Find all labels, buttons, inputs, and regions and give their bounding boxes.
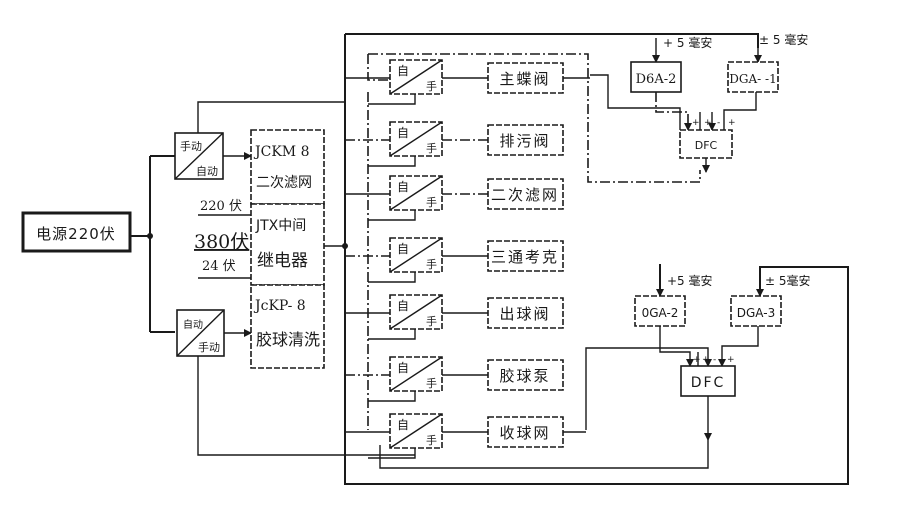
- auto-manual-switch[interactable]: 自手: [389, 294, 443, 330]
- sensor-label: D6A-2: [636, 72, 677, 87]
- switch-manual-label: 手: [426, 195, 437, 209]
- pin-label: +: [728, 118, 736, 128]
- upper-sensor-group: + 5 毫安 ± 5 毫安 D6A-2 DGA- -1 + + - + DFC: [590, 32, 808, 173]
- device-block: 三通考克: [487, 240, 564, 272]
- converter-dfc-lower: [680, 365, 736, 397]
- controller-name-label: 继电器: [257, 251, 308, 271]
- device-block: 二次滤网: [487, 178, 564, 210]
- controller-stack: JCKM 8 二次滤网 JTX中间 继电器 JcKP- 8 胶球清洗: [250, 129, 325, 369]
- power-source-label: 电源220伏: [36, 225, 116, 243]
- switch-row: 自手主蝶阀: [345, 59, 564, 105]
- signal-label: ± 5毫安: [765, 273, 811, 288]
- mode-switch-bottom-label: 手动: [198, 340, 220, 354]
- device-label: 二次滤网: [491, 186, 559, 204]
- controller-name-label: 胶球清洗: [256, 330, 320, 349]
- sensor-label: DGA- -1: [729, 72, 776, 86]
- device-block: 出球阀: [487, 297, 564, 329]
- mode-switch-bottom-label: 自动: [196, 165, 218, 178]
- voltage-24-label: 24 伏: [202, 259, 236, 274]
- signal-label: ± 5 毫安: [759, 32, 808, 47]
- controller-model-label: JcKP- 8: [253, 298, 306, 314]
- pin-label: +: [692, 118, 700, 128]
- device-label: 出球阀: [499, 305, 550, 323]
- sensor-dga-1: [727, 61, 779, 93]
- switch-row: 自手排污阀: [345, 121, 564, 167]
- controller-model-label: JCKM 8: [253, 144, 309, 160]
- controller-model-label: JTX中间: [255, 218, 306, 234]
- switch-manual-label: 手: [426, 79, 437, 93]
- sensor-label: 0GA-2: [642, 306, 679, 320]
- auto-manual-switch[interactable]: 自手: [389, 121, 443, 157]
- pin-label: -: [713, 355, 716, 365]
- sensor-dga-3: [730, 295, 782, 327]
- mode-switch-top-label: 手动: [180, 139, 202, 153]
- switch-manual-label: 手: [426, 433, 437, 447]
- pin-label: +: [727, 355, 735, 365]
- voltage-380-label: 380伏: [194, 231, 249, 253]
- switch-auto-label: 自: [397, 64, 409, 78]
- device-label: 主蝶阀: [499, 70, 550, 88]
- device-label: 三通考克: [491, 248, 559, 266]
- device-block: 收球网: [487, 416, 564, 448]
- pin-label: +: [702, 355, 710, 365]
- sensor-d6a-2: [630, 61, 682, 93]
- switch-row: 自手出球阀: [345, 294, 564, 340]
- mode-switch-manual-auto[interactable]: 手动 自动: [174, 132, 224, 180]
- switch-auto-label: 自: [397, 418, 409, 432]
- mode-switch-auto-manual[interactable]: 自动 手动: [176, 309, 225, 357]
- auto-manual-switch[interactable]: 自手: [389, 413, 443, 449]
- switch-row: 自手收球网: [345, 413, 564, 459]
- controller-name-label: 二次滤网: [256, 175, 312, 191]
- switch-auto-label: 自: [397, 242, 409, 256]
- controller-jckp: [250, 284, 325, 369]
- switch-manual-label: 手: [426, 141, 437, 155]
- switch-row: 自手三通考克: [345, 237, 564, 283]
- switch-auto-label: 自: [397, 180, 409, 194]
- pin-label: +: [704, 118, 712, 128]
- device-block: 胶球泵: [487, 359, 564, 391]
- voltage-labels: 220 伏 380伏 24 伏: [194, 199, 251, 279]
- sensor-label: DGA-3: [737, 306, 775, 320]
- device-label: 胶球泵: [499, 367, 550, 385]
- pin-label: +: [693, 355, 701, 365]
- switch-row: 自手胶球泵: [345, 356, 564, 402]
- switch-auto-label: 自: [397, 299, 409, 313]
- switch-manual-label: 手: [426, 314, 437, 328]
- mode-switch-top-label: 自动: [183, 318, 203, 331]
- lower-sensor-group: +5 毫安 ± 5毫安 0GA-2 DGA-3 + + - + DFC: [379, 264, 811, 469]
- voltage-220-label: 220 伏: [200, 199, 242, 214]
- auto-manual-switch[interactable]: 自手: [389, 175, 443, 211]
- converter-dfc-upper: [679, 129, 733, 159]
- power-source-block: 电源220伏: [21, 211, 132, 253]
- auto-manual-switch[interactable]: 自手: [389, 356, 443, 392]
- device-label: 排污阀: [499, 132, 550, 150]
- controller-jtx: [250, 203, 325, 286]
- switch-manual-label: 手: [426, 257, 437, 271]
- switch-auto-label: 自: [397, 126, 409, 140]
- converter-label: DFC: [691, 375, 726, 391]
- pin-label: -: [717, 118, 720, 128]
- switch-manual-label: 手: [426, 376, 437, 390]
- auto-manual-switch[interactable]: 自手: [389, 59, 443, 95]
- controller-jckm: [250, 129, 325, 205]
- device-label: 收球网: [499, 424, 550, 442]
- device-block: 排污阀: [487, 124, 564, 156]
- auto-manual-switch[interactable]: 自手: [389, 237, 443, 273]
- signal-label: +5 毫安: [667, 273, 713, 288]
- switch-row: 自手二次滤网: [345, 175, 564, 221]
- converter-label: DFC: [695, 139, 718, 152]
- signal-label: + 5 毫安: [663, 35, 712, 50]
- switch-auto-label: 自: [397, 361, 409, 375]
- device-block: 主蝶阀: [487, 62, 564, 94]
